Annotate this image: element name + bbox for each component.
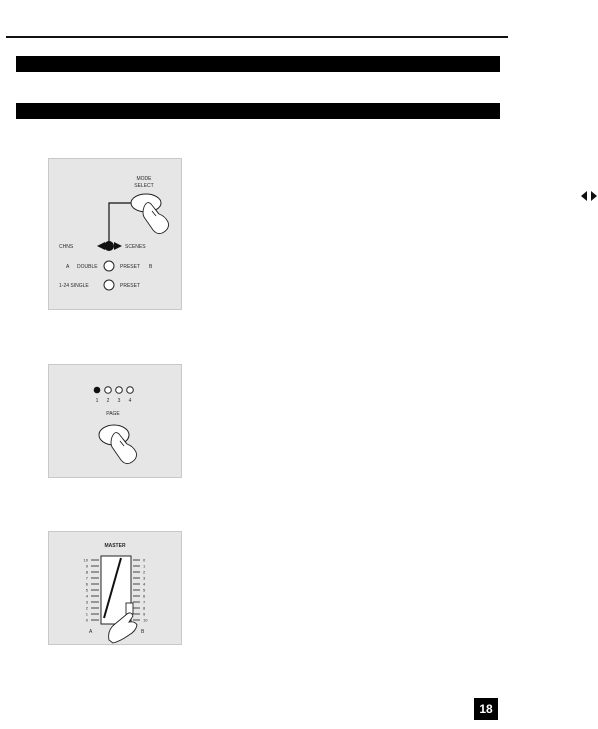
chns-label: CHNS: [59, 244, 74, 250]
page-label: PAGE: [106, 411, 120, 417]
mode-select-illustration: MODE SELECT CHNS SCENES A DOUBLE PRESET …: [59, 176, 169, 291]
double-preset-led: [103, 260, 115, 272]
page-number: 18: [474, 698, 498, 720]
page-led-4: [126, 386, 134, 394]
left-scale-label: 5: [86, 588, 89, 593]
label-b: B: [141, 629, 145, 635]
master-label: MASTER: [104, 543, 126, 549]
right-scale-label: 10: [143, 618, 148, 623]
page-number-1: 1: [96, 398, 99, 404]
page-led-1: [93, 386, 101, 394]
single-preset-label: PRESET: [120, 283, 140, 289]
left-scale-label: 3: [86, 600, 89, 605]
pointing-hand-icon: [110, 432, 137, 465]
page-select-figure: 1 2 3 4 PAGE: [48, 364, 182, 478]
right-scale-label: 6: [143, 594, 146, 599]
left-scale-label: 8: [86, 570, 89, 575]
page-led-3: [115, 386, 123, 394]
page-number-3: 3: [118, 398, 121, 404]
right-scale-label: 1: [143, 564, 146, 569]
left-scale-label: 6: [86, 582, 89, 587]
mode-indicator-led-lit: [104, 241, 114, 251]
section-header-bar-2: [16, 103, 500, 119]
double-preset-label: PRESET: [120, 264, 140, 270]
single-preset-led: [103, 279, 115, 291]
right-scale-label: 9: [143, 612, 146, 617]
fader-knob[interactable]: [125, 602, 134, 615]
connector-line: [108, 202, 131, 244]
top-rule: [6, 36, 508, 38]
arrow-right-icon: [114, 242, 122, 250]
pointing-hand-icon: [142, 202, 169, 235]
single-label: 1-24 SINGLE: [59, 283, 89, 289]
right-scale-label: 5: [143, 588, 146, 593]
page-number-2: 2: [107, 398, 110, 404]
next-arrow-icon[interactable]: [591, 191, 597, 201]
left-scale-label: 10: [84, 558, 89, 563]
left-scale-label: 2: [86, 606, 89, 611]
left-scale-label: 7: [86, 576, 89, 581]
page-number-4: 4: [129, 398, 132, 404]
double-right-label: B: [149, 264, 153, 270]
page-led-2: [104, 386, 112, 394]
right-scale-label: 0: [143, 558, 146, 563]
right-scale-label: 8: [143, 606, 146, 611]
page-select-illustration: 1 2 3 4 PAGE: [93, 386, 137, 465]
double-label: DOUBLE: [77, 264, 98, 270]
right-scale-label: 2: [143, 570, 146, 575]
right-scale-label: 7: [143, 600, 146, 605]
mode-label-line2: SELECT: [134, 183, 153, 189]
prev-arrow-icon[interactable]: [581, 191, 587, 201]
double-left-label: A: [66, 264, 70, 270]
pointing-hand-icon: [108, 612, 138, 644]
left-scale-label: 9: [86, 564, 89, 569]
nav-arrows-icon[interactable]: [580, 190, 598, 202]
scenes-label: SCENES: [125, 244, 146, 250]
left-scale-label: 1: [86, 612, 89, 617]
label-a: A: [89, 629, 93, 635]
mode-select-figure: MODE SELECT CHNS SCENES A DOUBLE PRESET …: [48, 158, 182, 310]
right-scale-label: 3: [143, 576, 146, 581]
left-scale-label: 0: [86, 618, 89, 623]
crossfade-line: [103, 557, 122, 619]
mode-label-line1: MODE: [137, 176, 153, 182]
arrow-left-icon: [97, 242, 105, 250]
left-scale-label: 4: [86, 594, 89, 599]
right-scale-label: 4: [143, 582, 146, 587]
section-header-bar-1: [16, 56, 500, 72]
